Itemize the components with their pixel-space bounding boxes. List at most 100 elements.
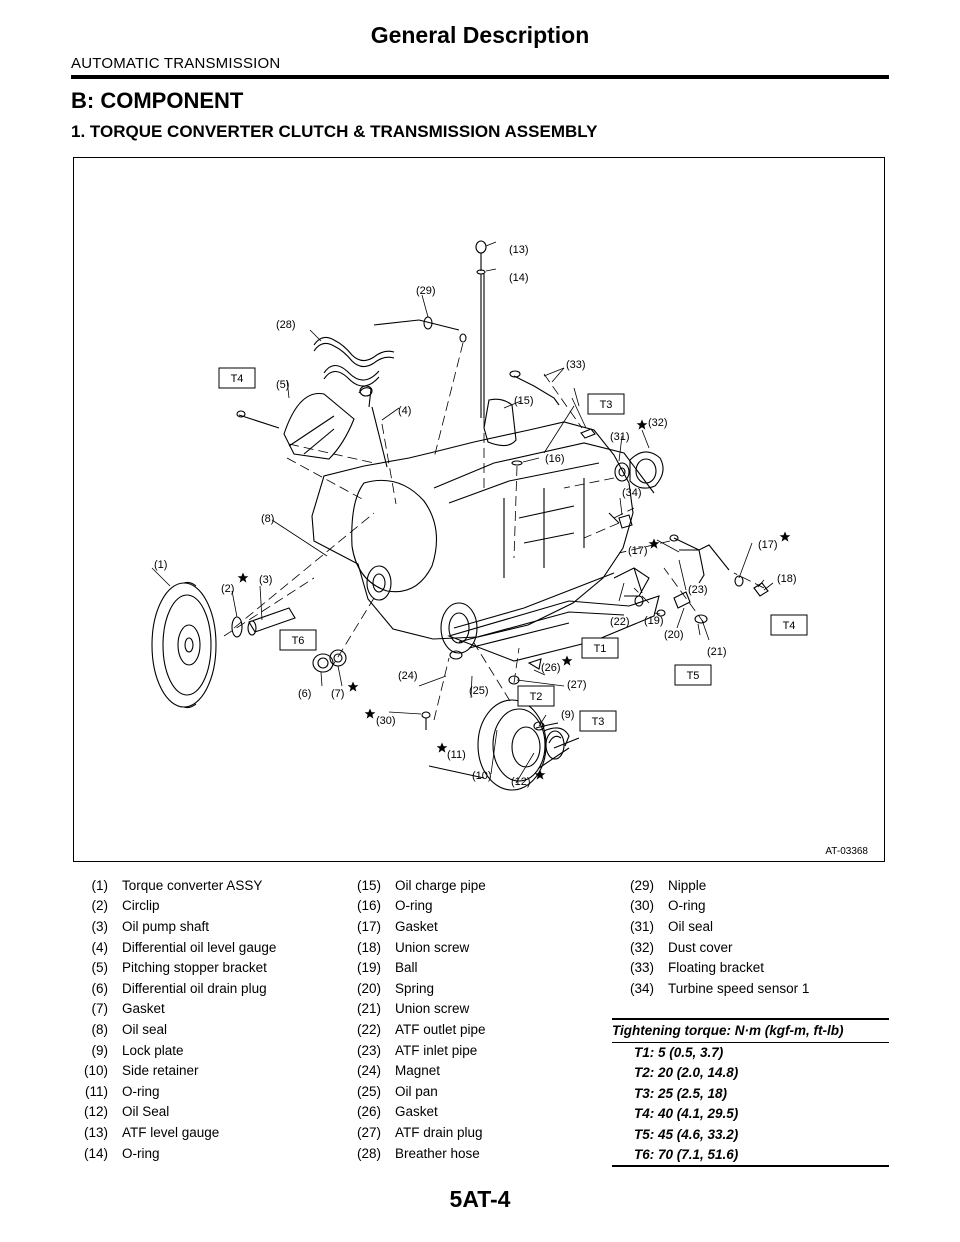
callout-13: (13): [509, 244, 529, 256]
callout-4: (4): [398, 405, 411, 417]
legend-number: (14): [83, 1145, 108, 1161]
page-number: 5AT-4: [449, 1186, 511, 1212]
legend-part-name: Breather hose: [395, 1145, 480, 1161]
star-icon: [436, 742, 448, 753]
legend-number: (23): [356, 1042, 381, 1058]
callout-27: (27): [567, 679, 587, 691]
legend-number: (31): [629, 918, 654, 934]
torque-row-t3: T3: 25 (2.5, 18): [634, 1085, 728, 1101]
legend-number: (9): [91, 1042, 109, 1058]
legend-number: (2): [91, 898, 109, 914]
callout-8: (8): [261, 513, 274, 525]
torque-row-t1: T1: 5 (0.5, 3.7): [634, 1045, 724, 1060]
legend-part-name: Oil seal: [122, 1021, 168, 1037]
callout-30: (30): [376, 715, 396, 727]
legend-part-name: Magnet: [395, 1063, 441, 1079]
legend-part-name: Torque converter ASSY: [122, 877, 263, 893]
star-icon: [534, 769, 546, 780]
legend-part-name: ATF drain plug: [395, 1124, 483, 1140]
legend-part-name: O-ring: [122, 1145, 160, 1161]
torque-box-t5: T5: [674, 664, 712, 686]
legend-row: (1)Torque converter ASSY(15)Oil charge p…: [70, 875, 889, 896]
legend-number: (32): [629, 939, 654, 955]
torque-box-t3-top: T3: [587, 393, 625, 415]
legend-part-name: O-ring: [668, 898, 706, 914]
legend-part-name: Union screw: [395, 1001, 470, 1017]
callout-16: (16): [545, 453, 565, 465]
legend-part-name: Gasket: [395, 918, 438, 934]
legend-number: (24): [356, 1063, 381, 1079]
legend-number: (19): [356, 960, 381, 976]
legend-number: (4): [91, 939, 109, 955]
legend-row: (3)Oil pump shaft(17)Gasket(31)Oil seal: [70, 916, 889, 937]
callout-31: (31): [610, 431, 630, 443]
star-icon: [237, 572, 249, 583]
torque-row-t6: T6: 70 (7.1, 51.6): [612, 1145, 889, 1168]
svg-text:T3: T3: [600, 399, 613, 411]
legend-number: (29): [629, 877, 654, 893]
page-title: General Description: [370, 22, 590, 48]
legend-part-name: Lock plate: [122, 1042, 184, 1058]
legend-number: (5): [91, 960, 109, 976]
legend-row: (12) Oil Seal (26) Gasket: [70, 1102, 889, 1123]
torque-converter-shape: [151, 582, 217, 708]
legend-part-name: Gasket: [395, 1104, 438, 1120]
callout-23: (23): [688, 584, 708, 596]
legend-row: (10) Side retainer (24) Magnet: [70, 1060, 889, 1081]
transmission-case: [311, 421, 634, 640]
legend-part-name: Oil pan: [395, 1083, 438, 1099]
legend-number: (16): [356, 898, 381, 914]
tightening-torque-table: Tightening torque: N·m (kgf-m, ft-lb) T1…: [612, 1018, 889, 1168]
legend-part-name: Circlip: [122, 898, 160, 914]
section-header: AUTOMATIC TRANSMISSION: [71, 55, 281, 72]
heading-assembly: 1. TORQUE CONVERTER CLUTCH & TRANSMISSIO…: [71, 122, 598, 141]
star-icon: [636, 419, 648, 430]
callout-14: (14): [509, 272, 529, 284]
callout-25: (25): [469, 685, 489, 697]
legend-number: (6): [91, 980, 109, 996]
legend-table: (1)Torque converter ASSY(15)Oil charge p…: [70, 875, 890, 1163]
legend-number: (3): [91, 918, 109, 934]
legend-row: (8)Oil seal(22)ATF outlet pipe: [70, 1019, 889, 1040]
callout-18: (18): [777, 573, 797, 585]
legend-row: (5)Pitching stopper bracket(19)Ball(33)F…: [70, 957, 889, 978]
callout-26: (26): [541, 662, 561, 674]
torque-box-t1: T1: [581, 637, 619, 659]
legend-part-name: Oil charge pipe: [395, 877, 486, 893]
replace-stars: [237, 419, 791, 780]
legend-number: (7): [91, 1001, 109, 1017]
callout-7: (7): [331, 688, 344, 700]
legend-row: (9) Lock plate (23) ATF inlet pipe: [70, 1040, 889, 1061]
legend-number: (12): [83, 1104, 108, 1120]
legend-number: (20): [356, 980, 381, 996]
torque-row-t5: T5: 45 (4.6, 33.2): [634, 1126, 739, 1142]
legend-number: (26): [356, 1104, 381, 1120]
callout-29: (29): [416, 285, 436, 297]
callout-34: (34): [622, 487, 642, 499]
torque-row-t2: T2: 20 (2.0, 14.8): [634, 1065, 739, 1081]
legend-part-name: Differential oil drain plug: [122, 980, 267, 996]
legend-number: (11): [84, 1083, 108, 1099]
legend-part-name: Spring: [395, 980, 435, 996]
legend-part-name: Differential oil level gauge: [122, 939, 277, 955]
torque-heading: Tightening torque: N·m (kgf-m, ft-lb): [612, 1020, 889, 1043]
legend-part-name: ATF inlet pipe: [395, 1042, 478, 1058]
callout-1: (1): [154, 559, 167, 571]
legend-part-name: Side retainer: [122, 1063, 199, 1079]
legend-part-name: Oil Seal: [122, 1104, 170, 1120]
legend-number: (22): [356, 1021, 381, 1037]
legend-part-name: O-ring: [122, 1083, 160, 1099]
legend-row: (6) Differential oil drain plug (20) Spring…: [70, 978, 889, 999]
legend-part-name: O-ring: [395, 898, 433, 914]
callout-6: (6): [298, 688, 311, 700]
legend-number: (17): [356, 918, 381, 934]
legend-number: (8): [91, 1021, 109, 1037]
legend-row: (13)ATF level gauge(27)ATF drain plug: [70, 1122, 889, 1143]
torque-box-t4-right: T4: [770, 614, 808, 636]
legend-number: (10): [83, 1063, 108, 1079]
legend-part-name: Dust cover: [668, 939, 733, 955]
svg-text:T4: T4: [231, 373, 244, 385]
legend-number: (25): [356, 1083, 381, 1099]
legend-part-name: Nipple: [668, 877, 707, 893]
callout-17b: (17): [758, 539, 778, 551]
